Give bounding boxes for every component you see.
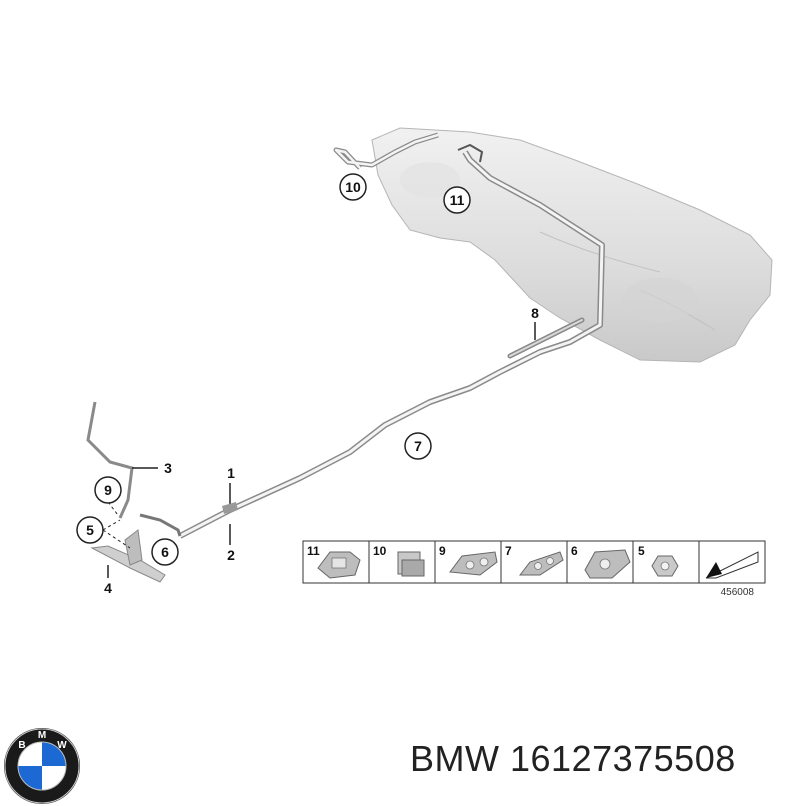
svg-text:W: W (57, 740, 67, 751)
thumb-9: 9 (439, 544, 498, 576)
svg-text:M: M (38, 730, 46, 741)
callout-10: 10 (339, 173, 367, 201)
bracket-4 (90, 529, 166, 583)
svg-text:7: 7 (414, 438, 422, 454)
svg-text:9: 9 (104, 482, 112, 498)
thumb-5: 5 (638, 544, 679, 577)
pipe-clip-thumb-icon (518, 551, 564, 576)
svg-text:10: 10 (345, 179, 361, 195)
vent-line (333, 132, 439, 170)
thumb-7: 7 (505, 544, 564, 576)
svg-text:5: 5 (86, 522, 94, 538)
left-hose (86, 401, 182, 537)
thumb-11: 11 (307, 544, 361, 579)
label-8: 8 (531, 305, 539, 321)
callout-6: 6 (151, 538, 179, 566)
svg-text:5: 5 (638, 544, 645, 558)
svg-text:B: B (18, 740, 25, 751)
bmw-roundel-icon: B M W (4, 728, 80, 804)
thumb-6: 6 (571, 544, 631, 579)
callout-5: 5 (76, 516, 104, 544)
part-8-strip (507, 317, 585, 359)
parts-thumbnail-strip: 11 10 9 7 6 5 (302, 540, 766, 584)
label-4: 4 (104, 580, 112, 596)
label-2: 2 (227, 547, 235, 563)
svg-text:11: 11 (307, 544, 320, 558)
callout-7: 7 (404, 432, 432, 460)
brand-name: BMW (410, 738, 500, 779)
svg-text:7: 7 (505, 544, 512, 558)
diagram-id: 456008 (721, 587, 755, 598)
callout-11: 11 (443, 186, 471, 214)
label-3: 3 (164, 460, 172, 476)
tank-clip (457, 143, 484, 163)
svg-text:9: 9 (439, 544, 446, 558)
part-number: 16127375508 (510, 738, 736, 779)
svg-text:6: 6 (161, 544, 169, 560)
svg-text:10: 10 (373, 544, 387, 558)
footer: B M W BMW 16127375508 (0, 700, 800, 804)
label-1: 1 (227, 465, 235, 481)
clip-1 (222, 502, 238, 514)
callout-9: 9 (94, 476, 122, 504)
fuel-line-diagram: 10 11 7 9 5 6 1 2 3 4 8 11 (76, 127, 773, 598)
fuel-line-main (178, 150, 605, 539)
svg-text:6: 6 (571, 544, 578, 558)
thumb-10: 10 (373, 544, 425, 577)
part-caption: BMW 16127375508 (410, 738, 736, 780)
arrow-thumb (705, 551, 759, 579)
fuel-tank-shape (371, 127, 773, 363)
svg-text:11: 11 (450, 192, 465, 208)
leader-9 (107, 501, 119, 516)
